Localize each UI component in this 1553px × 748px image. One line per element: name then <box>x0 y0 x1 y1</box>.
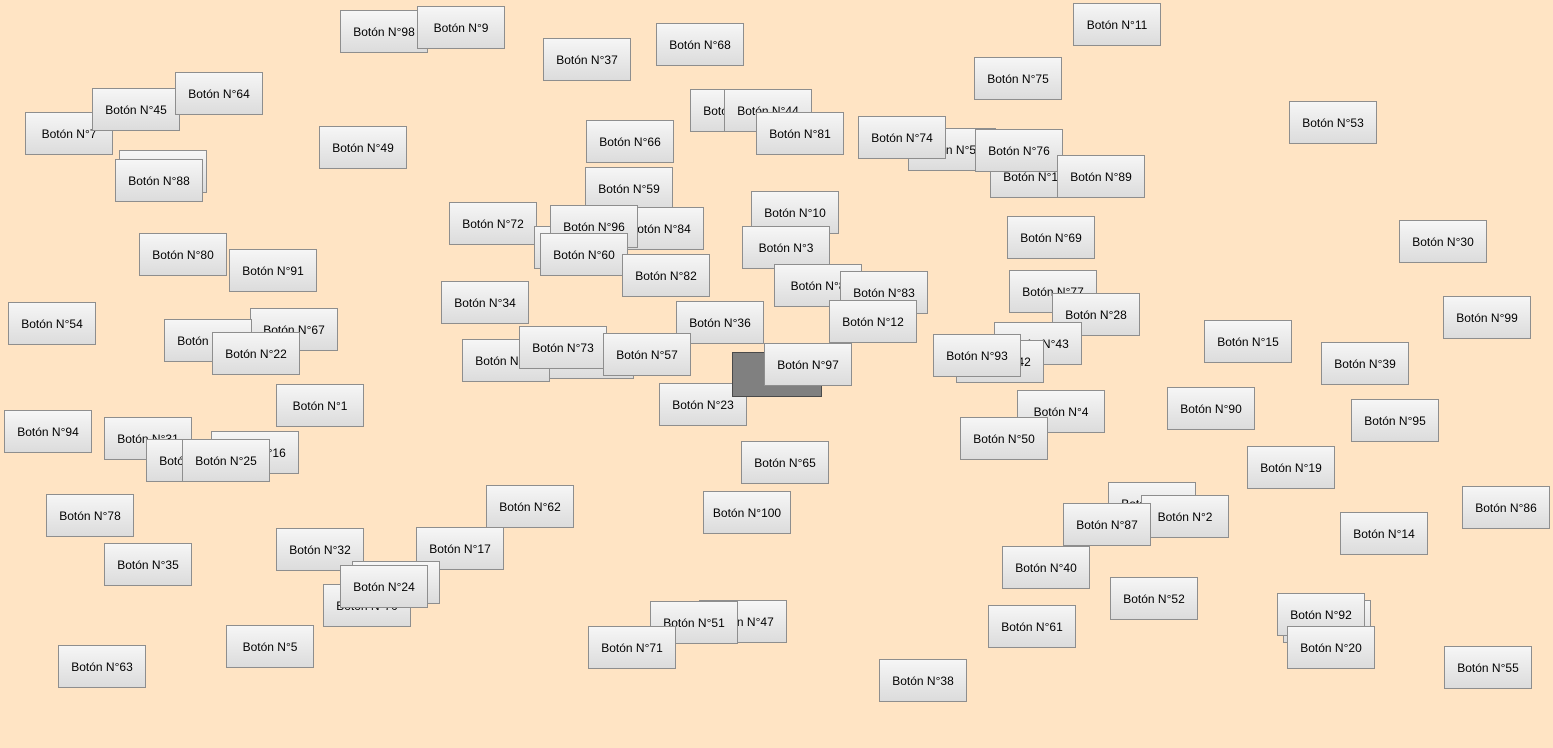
button-5[interactable]: Botón N°5 <box>226 625 314 668</box>
button-14[interactable]: Botón N°14 <box>1340 512 1428 555</box>
button-15[interactable]: Botón N°15 <box>1204 320 1292 363</box>
button-38[interactable]: Botón N°38 <box>879 659 967 702</box>
button-73[interactable]: Botón N°73 <box>519 326 607 369</box>
button-100[interactable]: Botón N°100 <box>703 491 791 534</box>
button-57[interactable]: Botón N°57 <box>603 333 691 376</box>
button-65[interactable]: Botón N°65 <box>741 441 829 484</box>
button-89[interactable]: Botón N°89 <box>1057 155 1145 198</box>
button-62[interactable]: Botón N°62 <box>486 485 574 528</box>
button-63[interactable]: Botón N°63 <box>58 645 146 688</box>
button-52[interactable]: Botón N°52 <box>1110 577 1198 620</box>
button-35[interactable]: Botón N°35 <box>104 543 192 586</box>
button-20[interactable]: Botón N°20 <box>1287 626 1375 669</box>
button-34[interactable]: Botón N°34 <box>441 281 529 324</box>
button-49[interactable]: Botón N°49 <box>319 126 407 169</box>
button-2[interactable]: Botón N°2 <box>1141 495 1229 538</box>
button-32[interactable]: Botón N°32 <box>276 528 364 571</box>
button-59[interactable]: Botón N°59 <box>585 167 673 210</box>
button-22[interactable]: Botón N°22 <box>212 332 300 375</box>
button-97[interactable]: Botón N°97 <box>764 343 852 386</box>
button-54[interactable]: Botón N°54 <box>8 302 96 345</box>
button-55[interactable]: Botón N°55 <box>1444 646 1532 689</box>
button-99[interactable]: Botón N°99 <box>1443 296 1531 339</box>
button-24[interactable]: Botón N°24 <box>340 565 428 608</box>
button-60[interactable]: Botón N°60 <box>540 233 628 276</box>
button-30[interactable]: Botón N°30 <box>1399 220 1487 263</box>
button-69[interactable]: Botón N°69 <box>1007 216 1095 259</box>
button-76[interactable]: Botón N°76 <box>975 129 1063 172</box>
button-40[interactable]: Botón N°40 <box>1002 546 1090 589</box>
button-78[interactable]: Botón N°78 <box>46 494 134 537</box>
button-3[interactable]: Botón N°3 <box>742 226 830 269</box>
button-19[interactable]: Botón N°19 <box>1247 446 1335 489</box>
button-39[interactable]: Botón N°39 <box>1321 342 1409 385</box>
button-91[interactable]: Botón N°91 <box>229 249 317 292</box>
button-45[interactable]: Botón N°45 <box>92 88 180 131</box>
button-53[interactable]: Botón N°53 <box>1289 101 1377 144</box>
button-11[interactable]: Botón N°11 <box>1073 3 1161 46</box>
button-37[interactable]: Botón N°37 <box>543 38 631 81</box>
button-93[interactable]: Botón N°93 <box>933 334 1021 377</box>
button-81[interactable]: Botón N°81 <box>756 112 844 155</box>
button-1[interactable]: Botón N°1 <box>276 384 364 427</box>
button-90[interactable]: Botón N°90 <box>1167 387 1255 430</box>
button-74[interactable]: Botón N°74 <box>858 116 946 159</box>
button-66[interactable]: Botón N°66 <box>586 120 674 163</box>
button-88[interactable]: Botón N°88 <box>115 159 203 202</box>
button-80[interactable]: Botón N°80 <box>139 233 227 276</box>
button-86[interactable]: Botón N°86 <box>1462 486 1550 529</box>
button-75[interactable]: Botón N°75 <box>974 57 1062 100</box>
button-64[interactable]: Botón N°64 <box>175 72 263 115</box>
button-82[interactable]: Botón N°82 <box>622 254 710 297</box>
button-9[interactable]: Botón N°9 <box>417 6 505 49</box>
button-68[interactable]: Botón N°68 <box>656 23 744 66</box>
button-25[interactable]: Botón N°25 <box>182 439 270 482</box>
button-71[interactable]: Botón N°71 <box>588 626 676 669</box>
button-95[interactable]: Botón N°95 <box>1351 399 1439 442</box>
button-98[interactable]: Botón N°98 <box>340 10 428 53</box>
button-72[interactable]: Botón N°72 <box>449 202 537 245</box>
button-50[interactable]: Botón N°50 <box>960 417 1048 460</box>
button-94[interactable]: Botón N°94 <box>4 410 92 453</box>
button-87[interactable]: Botón N°87 <box>1063 503 1151 546</box>
button-61[interactable]: Botón N°61 <box>988 605 1076 648</box>
button-12[interactable]: Botón N°12 <box>829 300 917 343</box>
